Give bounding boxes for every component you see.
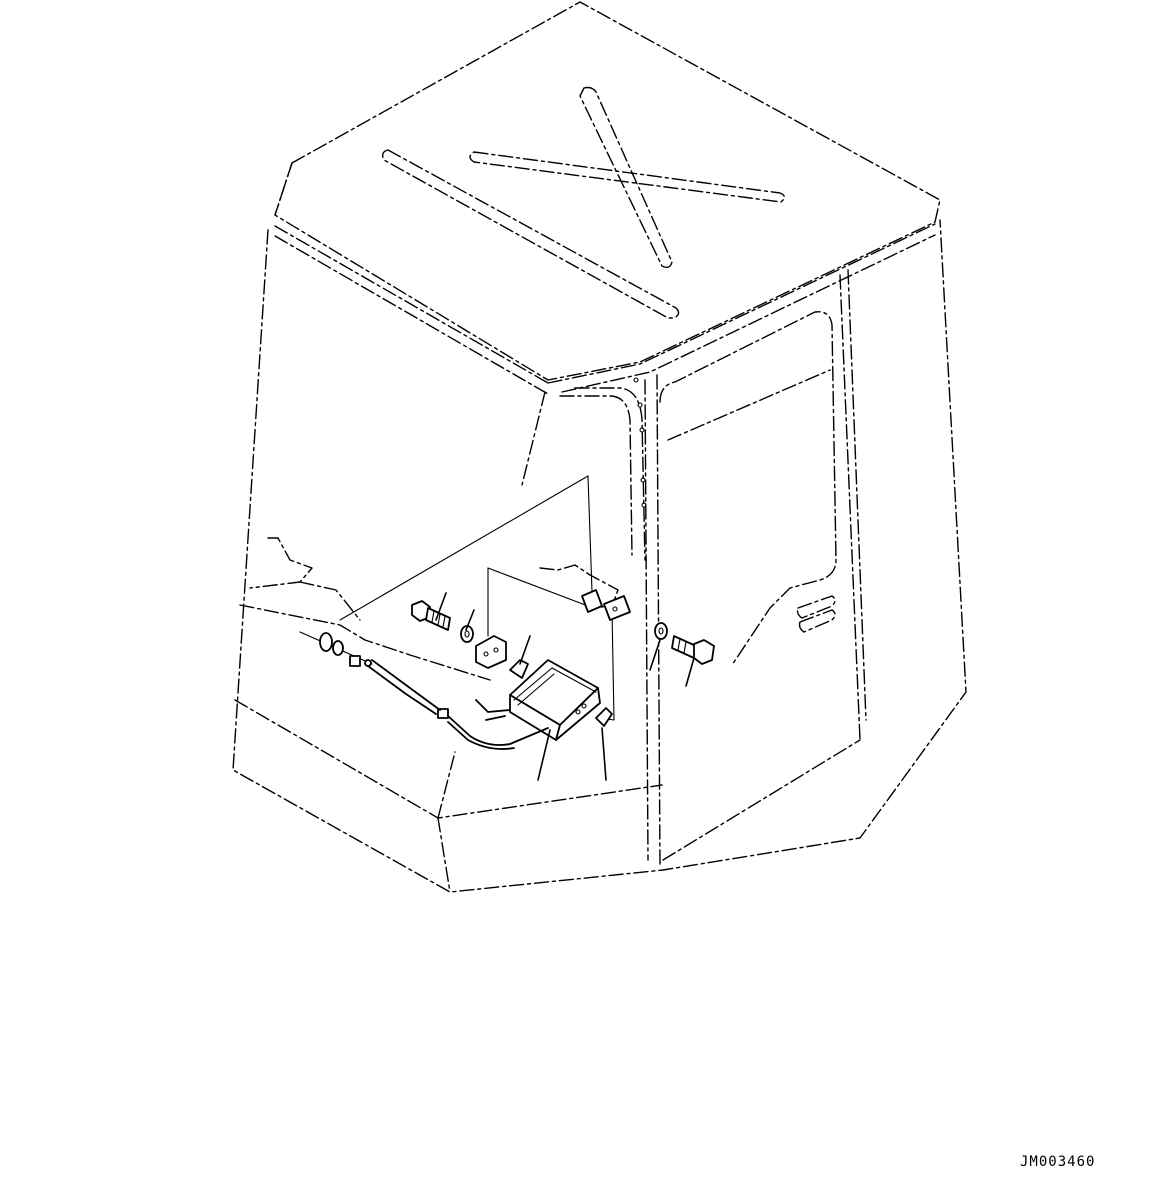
bolt-right <box>671 635 715 665</box>
clip-right <box>595 707 613 727</box>
leader-bolt-left <box>435 592 447 621</box>
leader-washer-left <box>465 609 475 631</box>
clip-left <box>509 659 529 679</box>
controller <box>509 659 601 741</box>
callout-leaders <box>435 592 695 781</box>
drawing-code: JM003460 <box>1020 1154 1096 1170</box>
bolt-left <box>411 600 451 631</box>
leader-controller <box>537 729 551 781</box>
bracket-right <box>581 589 631 621</box>
leader-clip-right <box>601 727 607 781</box>
cab-roof <box>274 1 941 395</box>
bracket-left <box>475 635 507 669</box>
leader-bolt-right <box>685 657 695 687</box>
cab-body <box>232 219 967 893</box>
leader-clip-left <box>519 635 531 665</box>
reference-lines <box>339 475 615 721</box>
leader-washer-right <box>649 639 661 671</box>
wire-harness <box>299 631 549 750</box>
washer-right <box>654 622 668 640</box>
roof-ribs <box>381 86 785 319</box>
